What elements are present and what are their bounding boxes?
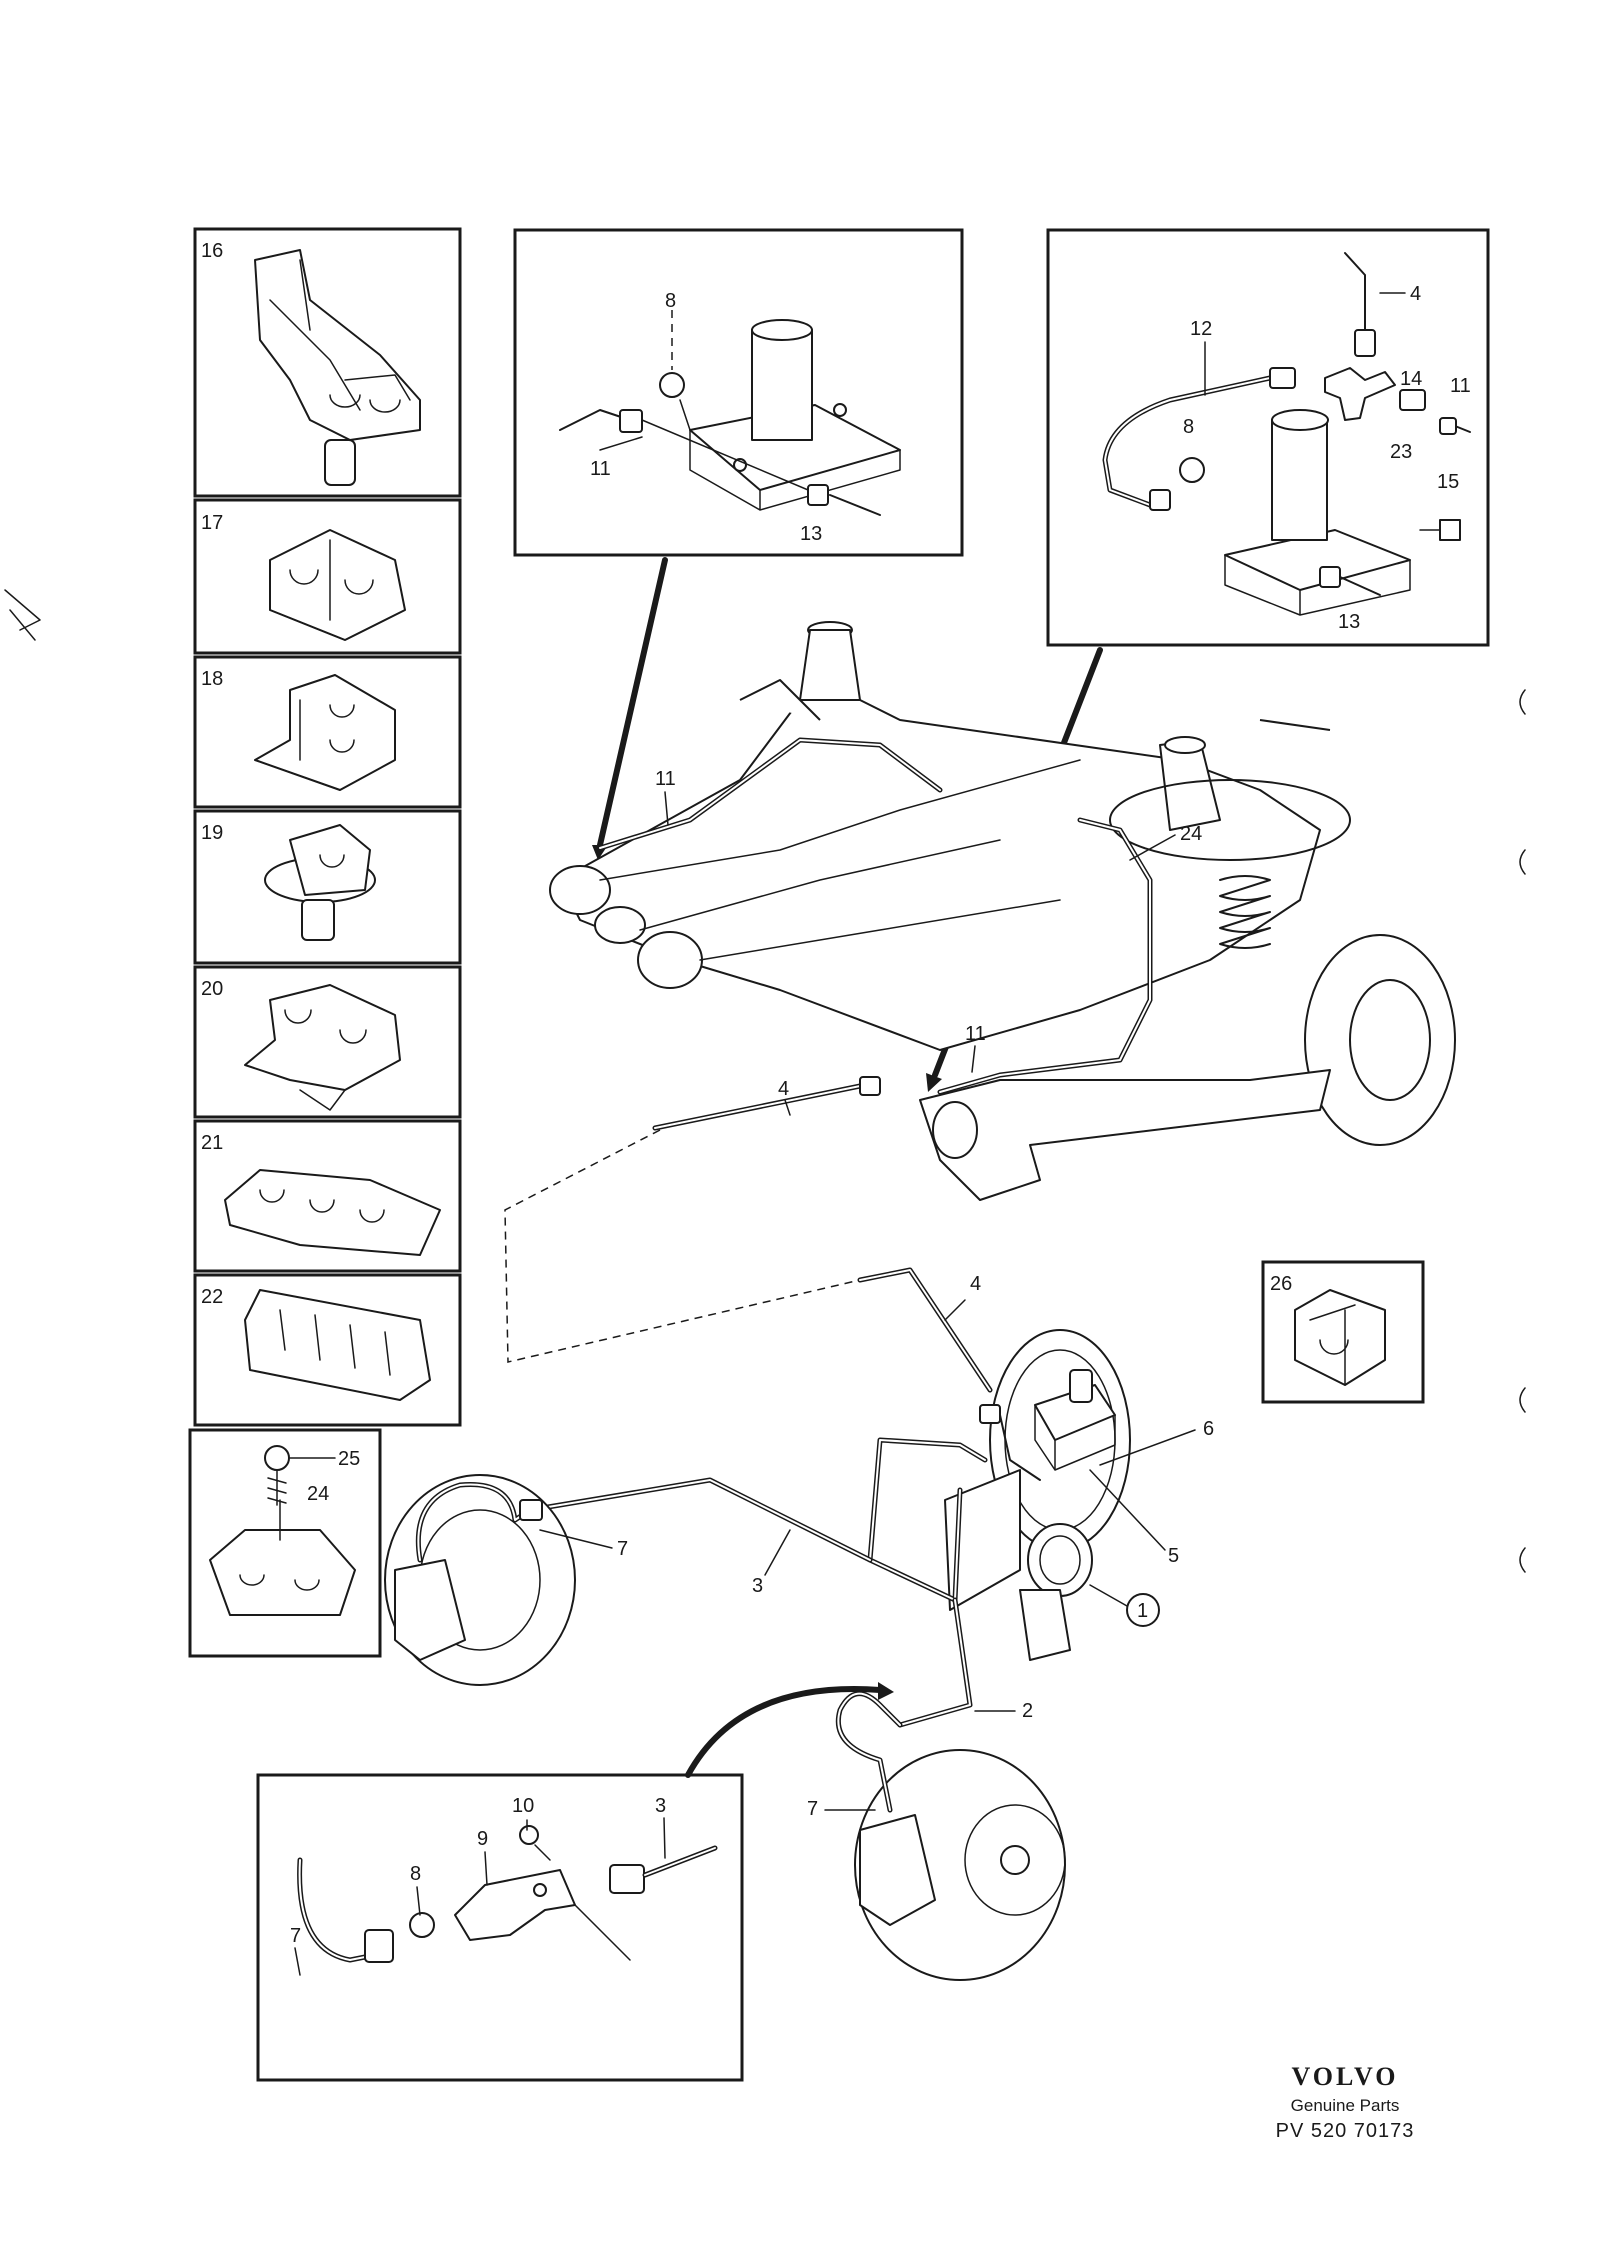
callout-1-circle <box>1126 1593 1160 1627</box>
callout-5: 5 <box>1168 1545 1179 1567</box>
clip-19-number: 19 <box>201 822 223 844</box>
callout-25: 25 <box>338 1448 360 1470</box>
clip-20 <box>244 984 401 1111</box>
callout-23: 23 <box>1390 441 1412 463</box>
front-right-brake-disc <box>836 1691 1066 1981</box>
pointer-arrow-left <box>597 557 668 848</box>
callout-4-axle: 4 <box>778 1078 789 1100</box>
clip-17-number: 17 <box>201 512 223 534</box>
brake-booster-master-cylinder <box>944 1329 1131 1661</box>
callout-13: 13 <box>1338 611 1360 633</box>
pipe-4-connector <box>504 1129 861 1363</box>
clip-19 <box>264 824 376 941</box>
callout-24: 24 <box>307 1483 329 1505</box>
callout-14: 14 <box>1400 368 1422 390</box>
front-left-brake-disc <box>384 1474 576 1686</box>
clip-21 <box>224 1169 441 1256</box>
callout-7-right: 7 <box>807 1798 818 1820</box>
clip-18-number: 18 <box>201 668 223 690</box>
clip-18 <box>254 674 396 791</box>
brake-pipe-3-to-left-caliper <box>527 1477 873 1563</box>
callout-11: 11 <box>1450 375 1471 397</box>
callout-11: 11 <box>590 458 611 480</box>
callout-10: 10 <box>512 1795 534 1817</box>
callout-1: 1 <box>1137 1600 1148 1622</box>
callout-13: 13 <box>800 523 822 545</box>
detail-panel-left-mount: 8 11 13 <box>513 228 964 557</box>
callout-3: 3 <box>752 1575 763 1597</box>
screw-clip-assembly: 25 24 <box>209 1445 360 1616</box>
callout-2: 2 <box>1022 1700 1033 1722</box>
callout-12: 12 <box>1190 318 1212 340</box>
callout-8-detail: 8 <box>410 1863 421 1885</box>
callout-4: 4 <box>1410 283 1421 305</box>
callout-8: 8 <box>1183 416 1194 438</box>
brake-pipe-2 <box>897 1597 973 1728</box>
pointer-arrowhead-detail <box>878 1682 894 1700</box>
clip-17 <box>269 529 406 641</box>
clip-21-number: 21 <box>201 1132 223 1154</box>
callout-8: 8 <box>665 290 676 312</box>
callout-7-left: 7 <box>617 1538 628 1560</box>
callout-11-lower: 11 <box>965 1023 986 1045</box>
callout-9: 9 <box>477 1828 488 1850</box>
callout-3-detail: 3 <box>655 1795 666 1817</box>
clip-22-number: 22 <box>201 1286 223 1308</box>
clip-22 <box>244 1289 431 1401</box>
callout-7-detail: 7 <box>290 1925 301 1947</box>
clip-26-number: 26 <box>1270 1273 1292 1295</box>
clip-list-column: 16 17 18 19 20 21 22 <box>188 227 462 1658</box>
clip-20-number: 20 <box>201 978 223 1000</box>
pointer-arrowhead-right <box>926 1073 942 1092</box>
clip-16-bracket <box>254 249 421 486</box>
volvo-brand-block: VOLVO Genuine Parts PV 520 70173 <box>1240 2062 1450 2143</box>
clip-16-number: 16 <box>201 240 223 262</box>
callout-6: 6 <box>1203 1418 1214 1440</box>
pointer-arrow-detail <box>685 1686 883 1778</box>
genuine-parts-label: Genuine Parts <box>1290 2096 1400 2115</box>
callout-11-upper: 11 <box>655 768 676 790</box>
single-clip-26: 26 <box>1261 1260 1425 1404</box>
callout-4-master: 4 <box>970 1273 981 1295</box>
callout-24-axle: 24 <box>1180 823 1202 845</box>
rear-axle-subframe <box>549 621 1456 1201</box>
part-code: PV 520 70173 <box>1275 2120 1415 2142</box>
volvo-logo: VOLVO <box>1291 2062 1399 2091</box>
callout-15: 15 <box>1437 471 1459 493</box>
detail-panel-hose-bracket: 10 3 9 8 7 <box>256 1773 744 2082</box>
detail-panel-right-tee: 4 14 12 23 11 8 15 13 <box>1046 228 1490 647</box>
margin-marks <box>4 589 1526 1573</box>
